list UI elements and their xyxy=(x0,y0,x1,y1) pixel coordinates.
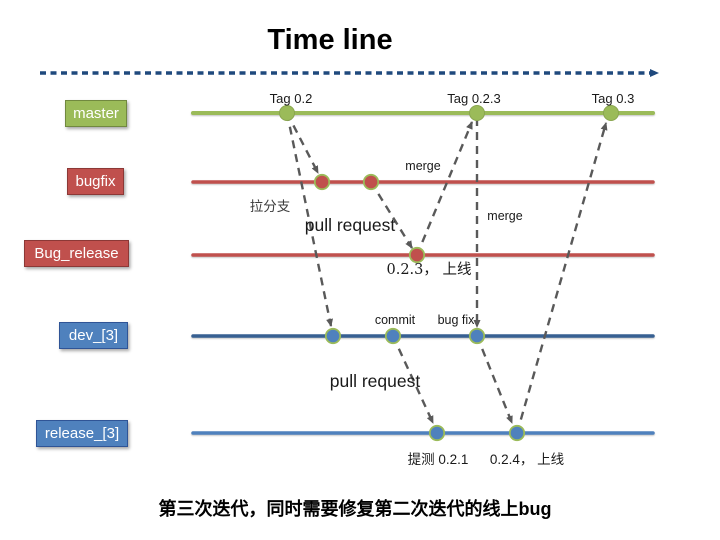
annotation-release-0-2-4: 0.2.4， 上线 xyxy=(490,452,564,467)
commit-dot-release-0-2-4 xyxy=(508,424,526,442)
commit-dot-dev-commit xyxy=(384,327,402,345)
commit-dot-dev-1 xyxy=(324,327,342,345)
tag-label-0-2-3: Tag 0.2.3 xyxy=(447,91,501,106)
annotation-pull-branch: 拉分支 xyxy=(250,199,291,214)
branch-label-bug-release: Bug_release xyxy=(24,240,129,267)
branch-label-master: master xyxy=(65,100,127,127)
arrow-release-to-tag03 xyxy=(515,122,608,434)
commit-dot-bugfix-1 xyxy=(313,173,331,191)
arrow-commit-to-release xyxy=(391,335,435,424)
commit-dot-tag-0-3 xyxy=(603,105,619,121)
arrow-bugfix-dev-to-release xyxy=(475,335,514,424)
diagram-title: Time line xyxy=(267,24,393,56)
commit-dot-bugfix-2 xyxy=(362,173,380,191)
commit-dot-bug-release xyxy=(408,246,426,264)
commit-dot-tag-0-2-3 xyxy=(469,105,485,121)
caption: 第三次迭代，同时需要修复第二次迭代的线上bug xyxy=(158,499,552,519)
annotation-merge-top: merge xyxy=(405,159,440,173)
arrow-tag02-to-bugfix xyxy=(285,112,320,174)
tag-label-0-2: Tag 0.2 xyxy=(270,91,313,106)
tag-label-0-3: Tag 0.3 xyxy=(592,91,635,106)
annotation-release-0-2-3: 0.2.3， 上线 xyxy=(386,261,471,278)
commit-dot-tag-0-2 xyxy=(279,105,295,121)
annotation-commit: commit xyxy=(375,313,416,327)
annotation-merge-mid: merge xyxy=(487,209,522,223)
commit-dot-dev-bugfix xyxy=(468,327,486,345)
annotation-pull-request-1: pull request xyxy=(305,215,396,235)
branch-label-release: release_[3] xyxy=(36,420,128,447)
annotation-submit-0-2-1: 提测 0.2.1 xyxy=(408,452,469,467)
annotation-bug-fix: bug fix xyxy=(438,313,476,327)
commit-dot-release-0-2-1 xyxy=(428,424,446,442)
annotation-pull-request-2: pull request xyxy=(330,371,421,391)
branch-label-bugfix: bugfix xyxy=(67,168,124,195)
arrow-bugrelease-to-tag023 xyxy=(415,121,474,256)
branch-label-dev: dev_[3] xyxy=(59,322,128,349)
